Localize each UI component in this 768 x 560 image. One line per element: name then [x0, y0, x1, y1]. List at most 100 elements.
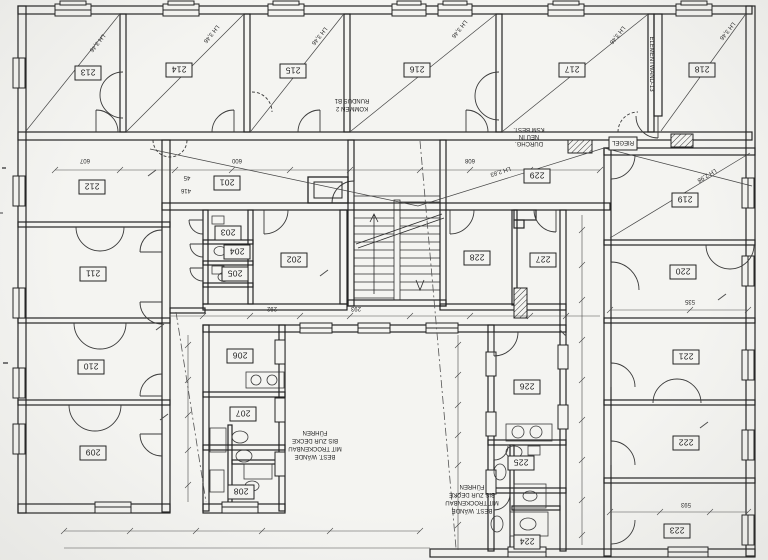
room-label-205: 205: [221, 266, 249, 282]
room-label-222: 222: [672, 435, 700, 451]
note-line: BIS ZUR DECKE: [292, 437, 338, 443]
edge-smudge-2: [3, 362, 8, 364]
lh-label-217: LH 3,46: [607, 25, 625, 46]
note-line: FÜHREN: [303, 429, 328, 436]
room-label-207: 207: [229, 406, 257, 422]
dim-number: 600: [231, 157, 242, 163]
room-labels: 201 202 203 204 205 206 207 208 209 210 …: [74, 62, 716, 550]
wall-222-223: [603, 477, 756, 484]
walls: [17, 5, 756, 558]
lh-label-corridor: LH 2,83: [489, 165, 511, 177]
room-number: 206: [232, 351, 247, 361]
dim-number: 608: [464, 157, 475, 163]
room-number: 205: [227, 269, 242, 279]
door-227: [533, 209, 557, 233]
note-line: BEST. WÄNDE: [295, 453, 336, 460]
fixtures-207-208: [209, 427, 273, 493]
niche-corridor: [152, 139, 188, 158]
room-label-219: 219: [671, 192, 699, 208]
door-202: [263, 209, 289, 235]
door-213: [95, 109, 119, 133]
door-228: [449, 209, 475, 235]
wall-218-internal: [653, 13, 663, 117]
wall-215-216: [343, 13, 351, 133]
lh-label-219: LH 2,98: [695, 167, 717, 183]
room-number: 211: [86, 269, 100, 279]
room-number: 220: [675, 267, 690, 277]
dim-number: 593: [680, 501, 691, 507]
room-label-223: 223: [663, 523, 691, 539]
wall-bottom-south: [429, 548, 756, 558]
room-label-221: 221: [672, 349, 700, 365]
room-number: 201: [219, 178, 234, 188]
room-label-204: 204: [223, 244, 251, 260]
wall-227-east: [559, 209, 567, 552]
room-label-225: 225: [507, 455, 535, 471]
stair-break-line: [355, 213, 445, 249]
room-number: 210: [83, 362, 98, 372]
room-label-216: 216: [403, 62, 431, 78]
wall-225-224: [487, 487, 567, 494]
edge-smudge-1: [2, 167, 6, 169]
door-224: [493, 493, 511, 511]
wall-corridor-south: [161, 202, 611, 211]
door-221: [610, 362, 636, 388]
dim-number: 535: [684, 298, 695, 304]
section-line-main: [419, 140, 457, 549]
room-number: 202: [286, 255, 301, 265]
wall-206col-west: [202, 324, 210, 512]
room-label-228: 228: [463, 250, 491, 266]
room-number: 223: [669, 526, 684, 536]
room-number: 227: [535, 255, 550, 265]
dim-bottom-strip: [60, 527, 430, 549]
note-door: KOMMEN 2 RUNDUS B1: [334, 97, 369, 111]
room-label-215: 215: [279, 63, 307, 79]
room-label-209: 209: [79, 445, 107, 461]
note-line: FÜHREN: [460, 483, 485, 490]
door-217-dashed: [617, 111, 639, 133]
note-passage: DURCHG. NEU IN KSM BEST.: [513, 126, 545, 146]
wall-stair-west: [347, 139, 355, 307]
room-number: 212: [84, 182, 99, 192]
room-number: 219: [677, 195, 692, 205]
note-drywall-1: BEST. WÄNDE MIT TROCKENBAU BIS ZUR DECKE…: [288, 429, 341, 460]
edge-smudge-3: [0, 212, 3, 214]
diagonal-corridor: [149, 147, 605, 207]
wall-212-211: [17, 221, 171, 228]
lh-label-213: LH 3,46: [87, 33, 105, 54]
room-number: 213: [80, 68, 95, 78]
lh-label-215: LH 3,46: [309, 26, 327, 47]
door-216: [465, 109, 489, 133]
wall-205-b: [202, 282, 254, 288]
room-label-214: 214: [165, 62, 193, 78]
door-swing-212-211: [75, 226, 125, 252]
room-number: 224: [519, 537, 534, 547]
door-214: [211, 109, 235, 133]
door-swing-216-217: [474, 71, 500, 121]
wall-226col-west: [487, 324, 495, 552]
stair-treads-right: [400, 201, 440, 291]
room-number: 209: [85, 448, 100, 458]
wall-224-inner-h: [511, 505, 561, 511]
note-line: DURCHG.: [515, 140, 543, 146]
door-stair: [331, 180, 355, 204]
note-line: KSM BEST.: [513, 126, 545, 132]
dim-number: 292: [266, 305, 277, 311]
stairs: [354, 195, 445, 301]
stair-down-chevron: [415, 279, 425, 292]
wall-leftwing-east: [161, 139, 171, 513]
wall-corridor-north: [17, 131, 753, 141]
new-wall-219: [670, 133, 694, 148]
door-swing-221-222: [652, 378, 702, 404]
room-number: 226: [519, 382, 534, 392]
wall-219-220: [603, 239, 756, 246]
room-label-201: 201: [213, 175, 241, 191]
note-wall-vertical: ELEMENTWAND-13: [648, 36, 654, 92]
dim-number: 45: [183, 174, 190, 180]
doors: [68, 71, 755, 545]
room-label-227: 227: [529, 252, 557, 268]
wall-202-bottom: [202, 303, 348, 311]
room-label-212: 212: [78, 179, 106, 195]
lh-label-216: LH 3,46: [449, 19, 467, 40]
